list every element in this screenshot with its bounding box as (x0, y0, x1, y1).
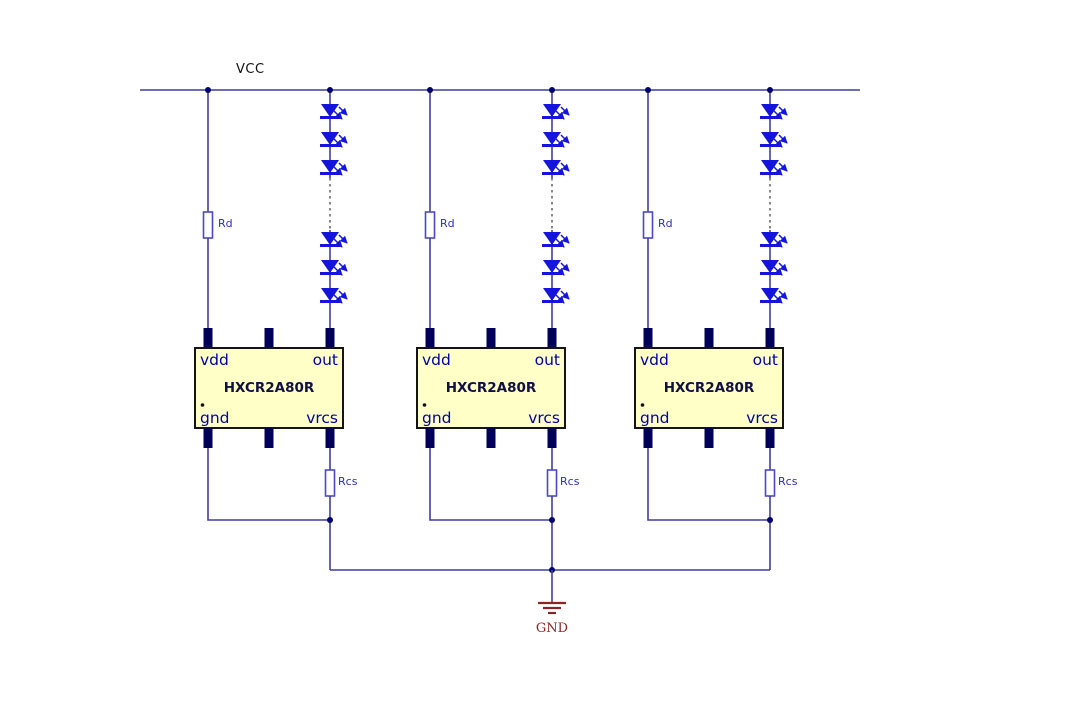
pin-label-out: out (753, 351, 778, 369)
pin-label-vdd: vdd (422, 351, 451, 369)
pin-label-vrcs: vrcs (746, 409, 778, 427)
led-icon (760, 260, 787, 275)
junction-dot (549, 517, 555, 523)
rcs-label: Rcs (338, 475, 358, 488)
led-icon (542, 260, 569, 275)
led-icon (760, 232, 787, 247)
pin-vrcs (547, 428, 557, 448)
led-icon (320, 260, 347, 275)
rcs-label: Rcs (560, 475, 580, 488)
pin-label-gnd: gnd (640, 409, 670, 427)
led-icon (542, 132, 569, 147)
pin-out (765, 328, 775, 348)
ic-body (416, 347, 566, 429)
junction-dot (767, 87, 773, 93)
part-number: HXCR2A80R (224, 380, 315, 396)
junction-dot (645, 87, 651, 93)
led-icon (320, 288, 347, 303)
led-icon (760, 104, 787, 119)
pin-out (547, 328, 557, 348)
ground-icon (538, 601, 566, 615)
part-number: HXCR2A80R (664, 380, 755, 396)
led-icon (542, 160, 569, 175)
pin-nc-bottom (486, 428, 496, 448)
pin-out (325, 328, 335, 348)
pin-vrcs (325, 428, 335, 448)
pin-vdd (643, 328, 653, 348)
pin-gnd (643, 428, 653, 448)
led-icon (760, 160, 787, 175)
led-icon (760, 132, 787, 147)
gnd-label: GND (536, 621, 568, 636)
pin-gnd (425, 428, 435, 448)
pin-vrcs (765, 428, 775, 448)
led-icon (542, 232, 569, 247)
junction-dot (549, 87, 555, 93)
pin-label-vrcs: vrcs (306, 409, 338, 427)
part-number: HXCR2A80R (446, 380, 537, 396)
junction-dot (427, 87, 433, 93)
pin-nc-top (264, 328, 274, 348)
driver-module-1: Rd vdd out gnd vrcs HXCR2A80R Rcs (194, 87, 358, 570)
pin-label-gnd: gnd (200, 409, 230, 427)
pin1-dot (200, 403, 205, 407)
rd-label: Rd (218, 217, 233, 230)
pin-nc-bottom (264, 428, 274, 448)
pin-nc-top (704, 328, 714, 348)
junction-dot (205, 87, 211, 93)
resistor-rd (424, 211, 436, 239)
junction-dot (327, 517, 333, 523)
pin1-dot (640, 403, 645, 407)
gnd-wire (429, 448, 552, 521)
pin-nc-bottom (704, 428, 714, 448)
driver-module-2: Rd vdd out gnd vrcs HXCR2A80R Rcs (416, 87, 580, 570)
pin-nc-top (486, 328, 496, 348)
pin-vdd (425, 328, 435, 348)
ic-body (634, 347, 784, 429)
pin-vdd (203, 328, 213, 348)
vcc-label: VCC (236, 62, 265, 77)
led-icon (320, 160, 347, 175)
led-icon (542, 104, 569, 119)
led-icon (320, 232, 347, 247)
resistor-rd (202, 211, 214, 239)
resistor-rcs (764, 469, 776, 497)
pin-label-vdd: vdd (640, 351, 669, 369)
junction-dot (767, 517, 773, 523)
pin-label-vrcs: vrcs (528, 409, 560, 427)
pin1-dot (422, 403, 427, 407)
led-icon (542, 288, 569, 303)
pin-label-vdd: vdd (200, 351, 229, 369)
pin-label-out: out (313, 351, 338, 369)
gnd-wire (207, 448, 330, 521)
gnd-wire (647, 448, 770, 521)
pin-label-gnd: gnd (422, 409, 452, 427)
rd-label: Rd (440, 217, 455, 230)
led-icon (320, 132, 347, 147)
resistor-rcs (546, 469, 558, 497)
led-icon (760, 288, 787, 303)
resistor-rcs (324, 469, 336, 497)
driver-module-3: Rd vdd out gnd vrcs HXCR2A80R Rcs (634, 87, 798, 570)
rcs-label: Rcs (778, 475, 798, 488)
ic-body (194, 347, 344, 429)
pin-gnd (203, 428, 213, 448)
junction-dot (327, 87, 333, 93)
pin-label-out: out (535, 351, 560, 369)
led-icon (320, 104, 347, 119)
rd-label: Rd (658, 217, 673, 230)
resistor-rd (642, 211, 654, 239)
